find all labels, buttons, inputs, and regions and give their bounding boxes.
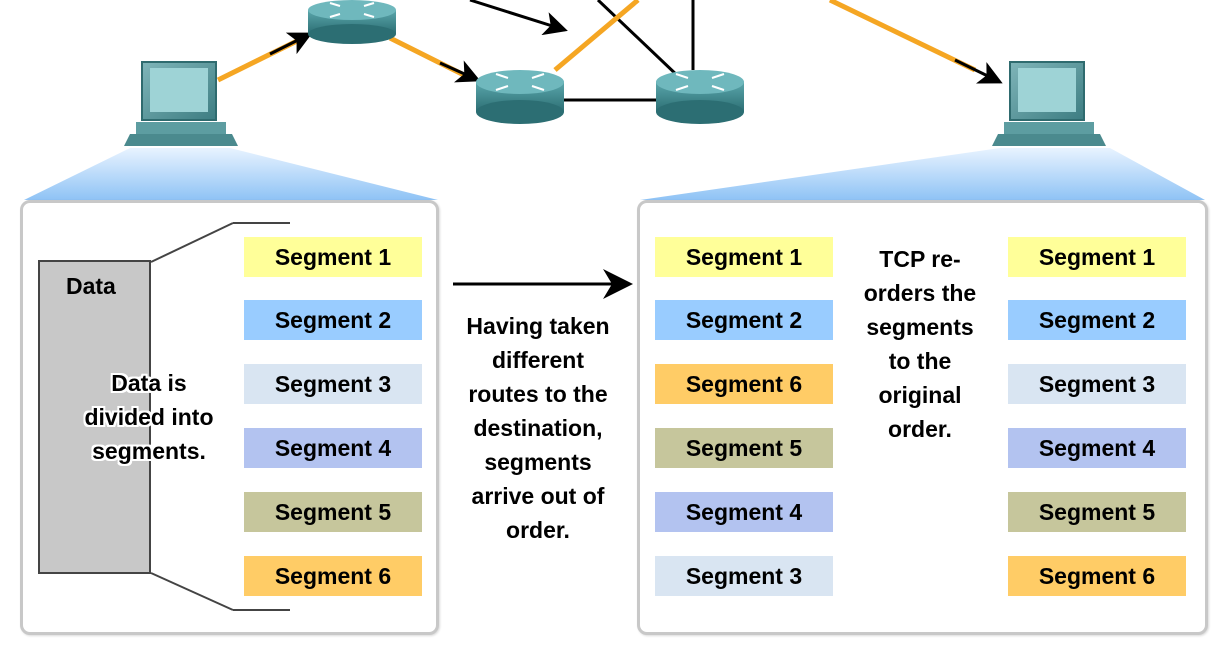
tcp-reorder-text: TCP re- orders the segments to the origi… bbox=[845, 242, 995, 446]
source-segment-2: Segment 2 bbox=[244, 300, 422, 340]
arrived-segment-3: Segment 3 bbox=[655, 556, 833, 596]
route-text-line: segments bbox=[484, 449, 592, 475]
source-segment-5: Segment 5 bbox=[244, 492, 422, 532]
link-top-arrow bbox=[469, 0, 568, 36]
path-pc-router-a-arrow bbox=[269, 32, 313, 56]
tcp-text-line: original bbox=[878, 382, 962, 408]
divide-text-line: Data is bbox=[111, 370, 187, 396]
path-router-b-up bbox=[553, 0, 640, 72]
reordered-segment-5: Segment 5 bbox=[1008, 492, 1186, 532]
link-diagonal bbox=[596, 0, 682, 80]
right-zoom-beam bbox=[640, 148, 1205, 200]
reordered-segment-6: Segment 6 bbox=[1008, 556, 1186, 596]
route-text-line: arrive out of bbox=[471, 483, 605, 509]
data-label: Data bbox=[66, 273, 116, 299]
tcp-text-line: TCP re- bbox=[879, 246, 961, 272]
router-icon-a bbox=[308, 0, 396, 44]
destination-computer-icon bbox=[992, 61, 1106, 146]
arrived-segment-1: Segment 1 bbox=[655, 237, 833, 277]
reordered-segment-4: Segment 4 bbox=[1008, 428, 1186, 468]
arrived-segment-4: Segment 4 bbox=[655, 492, 833, 532]
source-computer-icon bbox=[124, 61, 238, 146]
tcp-text-line: to the bbox=[888, 348, 952, 374]
route-text-line: Having taken bbox=[466, 313, 610, 339]
reordered-segment-1: Segment 1 bbox=[1008, 237, 1186, 277]
arrived-segment-2: Segment 2 bbox=[655, 300, 833, 340]
path-to-dest-arrow bbox=[954, 58, 1003, 84]
left-zoom-beam bbox=[24, 148, 438, 200]
router-icon-b bbox=[476, 70, 564, 124]
divide-text-line: segments. bbox=[92, 438, 206, 464]
reordered-segment-2: Segment 2 bbox=[1008, 300, 1186, 340]
reordered-segment-3: Segment 3 bbox=[1008, 364, 1186, 404]
route-text-line: different bbox=[492, 347, 584, 373]
route-text-line: order. bbox=[506, 517, 570, 543]
tcp-text-line: segments bbox=[866, 314, 974, 340]
divide-text-line: divided into bbox=[84, 404, 214, 430]
path-to-dest bbox=[828, 0, 977, 73]
tcp-text-line: orders the bbox=[863, 280, 977, 306]
route-text-line: routes to the bbox=[468, 381, 608, 407]
source-segment-1: Segment 1 bbox=[244, 237, 422, 277]
source-segment-3: Segment 3 bbox=[244, 364, 422, 404]
arrived-segment-6: Segment 6 bbox=[655, 364, 833, 404]
route-explanation-text: Having taken different routes to the des… bbox=[448, 309, 628, 547]
route-text-line: destination, bbox=[473, 415, 603, 441]
path-router-a-b-arrow bbox=[439, 60, 481, 83]
data-block bbox=[38, 260, 151, 574]
source-segment-4: Segment 4 bbox=[244, 428, 422, 468]
router-icon-c bbox=[656, 70, 744, 124]
tcp-text-line: order. bbox=[888, 416, 952, 442]
source-segment-6: Segment 6 bbox=[244, 556, 422, 596]
divide-text: Data is divided into segments. bbox=[60, 366, 238, 468]
arrived-segment-5: Segment 5 bbox=[655, 428, 833, 468]
